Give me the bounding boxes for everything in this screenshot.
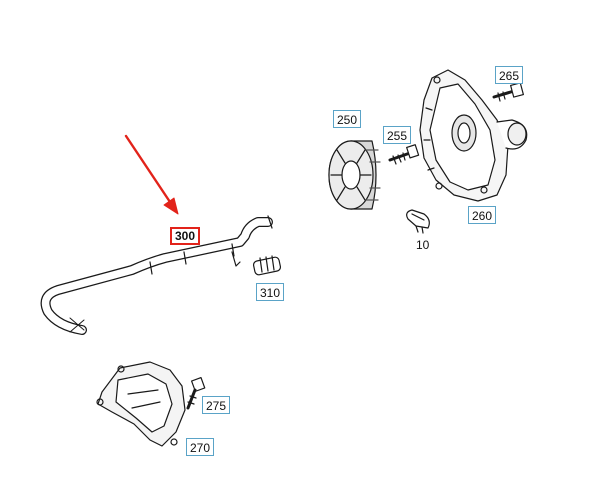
callout-255[interactable]: 255: [383, 126, 412, 144]
callout-310[interactable]: 310: [256, 283, 285, 301]
callout-270[interactable]: 270: [186, 438, 215, 456]
callout-10[interactable]: 10: [416, 238, 430, 252]
callout-250[interactable]: 250: [333, 110, 362, 128]
part-270-cover[interactable]: [96, 361, 186, 447]
part-275-bolt[interactable]: [186, 376, 206, 410]
part-255-bolt[interactable]: [388, 144, 420, 165]
part-265-bolt[interactable]: [492, 82, 524, 102]
callout-265[interactable]: 265: [495, 66, 524, 84]
callout-260[interactable]: 260: [468, 206, 497, 224]
part-10-clip[interactable]: [406, 209, 430, 234]
callout-300-selected[interactable]: 300: [170, 227, 201, 245]
part-260-housing[interactable]: [419, 69, 528, 202]
part-310-fitting[interactable]: [252, 255, 282, 276]
indicator-arrow: [124, 134, 179, 215]
callout-275[interactable]: 275: [202, 396, 231, 414]
part-300-hose[interactable]: [40, 215, 273, 335]
part-250-pulley[interactable]: [328, 140, 381, 210]
